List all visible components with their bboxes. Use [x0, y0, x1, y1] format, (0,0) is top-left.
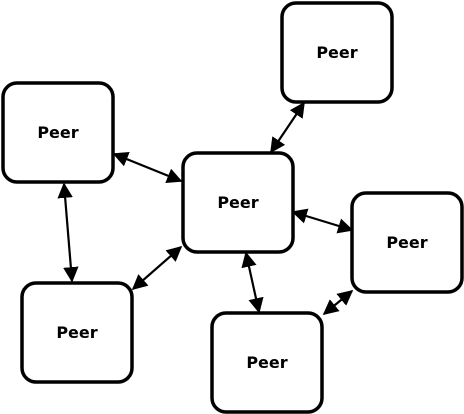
peer-label: Peer — [37, 123, 78, 142]
peer-label: Peer — [217, 193, 258, 212]
peer-box — [280, 1, 394, 104]
peer-node-bottom-left: Peer — [20, 281, 134, 384]
peer-label: Peer — [316, 43, 357, 62]
peer-label: Peer — [386, 233, 427, 252]
peer-node-bottom-center: Peer — [210, 311, 324, 414]
edge-left-top-center — [112, 152, 183, 183]
edge-right-bottom-center — [322, 290, 354, 315]
peer-label: Peer — [56, 323, 97, 342]
peer-node-center: Peer — [181, 151, 295, 254]
peer-node-left-top: Peer — [1, 81, 115, 184]
peer-label: Peer — [246, 353, 287, 372]
edge-top-right-center — [270, 101, 305, 154]
peer-box — [20, 281, 134, 384]
peer-box — [181, 151, 295, 254]
edge-center-right — [291, 208, 354, 234]
peer-box — [1, 81, 115, 184]
peer-node-top-right: Peer — [280, 1, 394, 104]
edge-center-bottom-center — [241, 251, 264, 314]
peer-box — [350, 191, 464, 294]
peer-node-right: Peer — [350, 191, 464, 294]
edge-center-bottom-left — [131, 245, 183, 291]
edge-left-top-bottom-left — [57, 182, 79, 283]
peer-box — [210, 311, 324, 414]
